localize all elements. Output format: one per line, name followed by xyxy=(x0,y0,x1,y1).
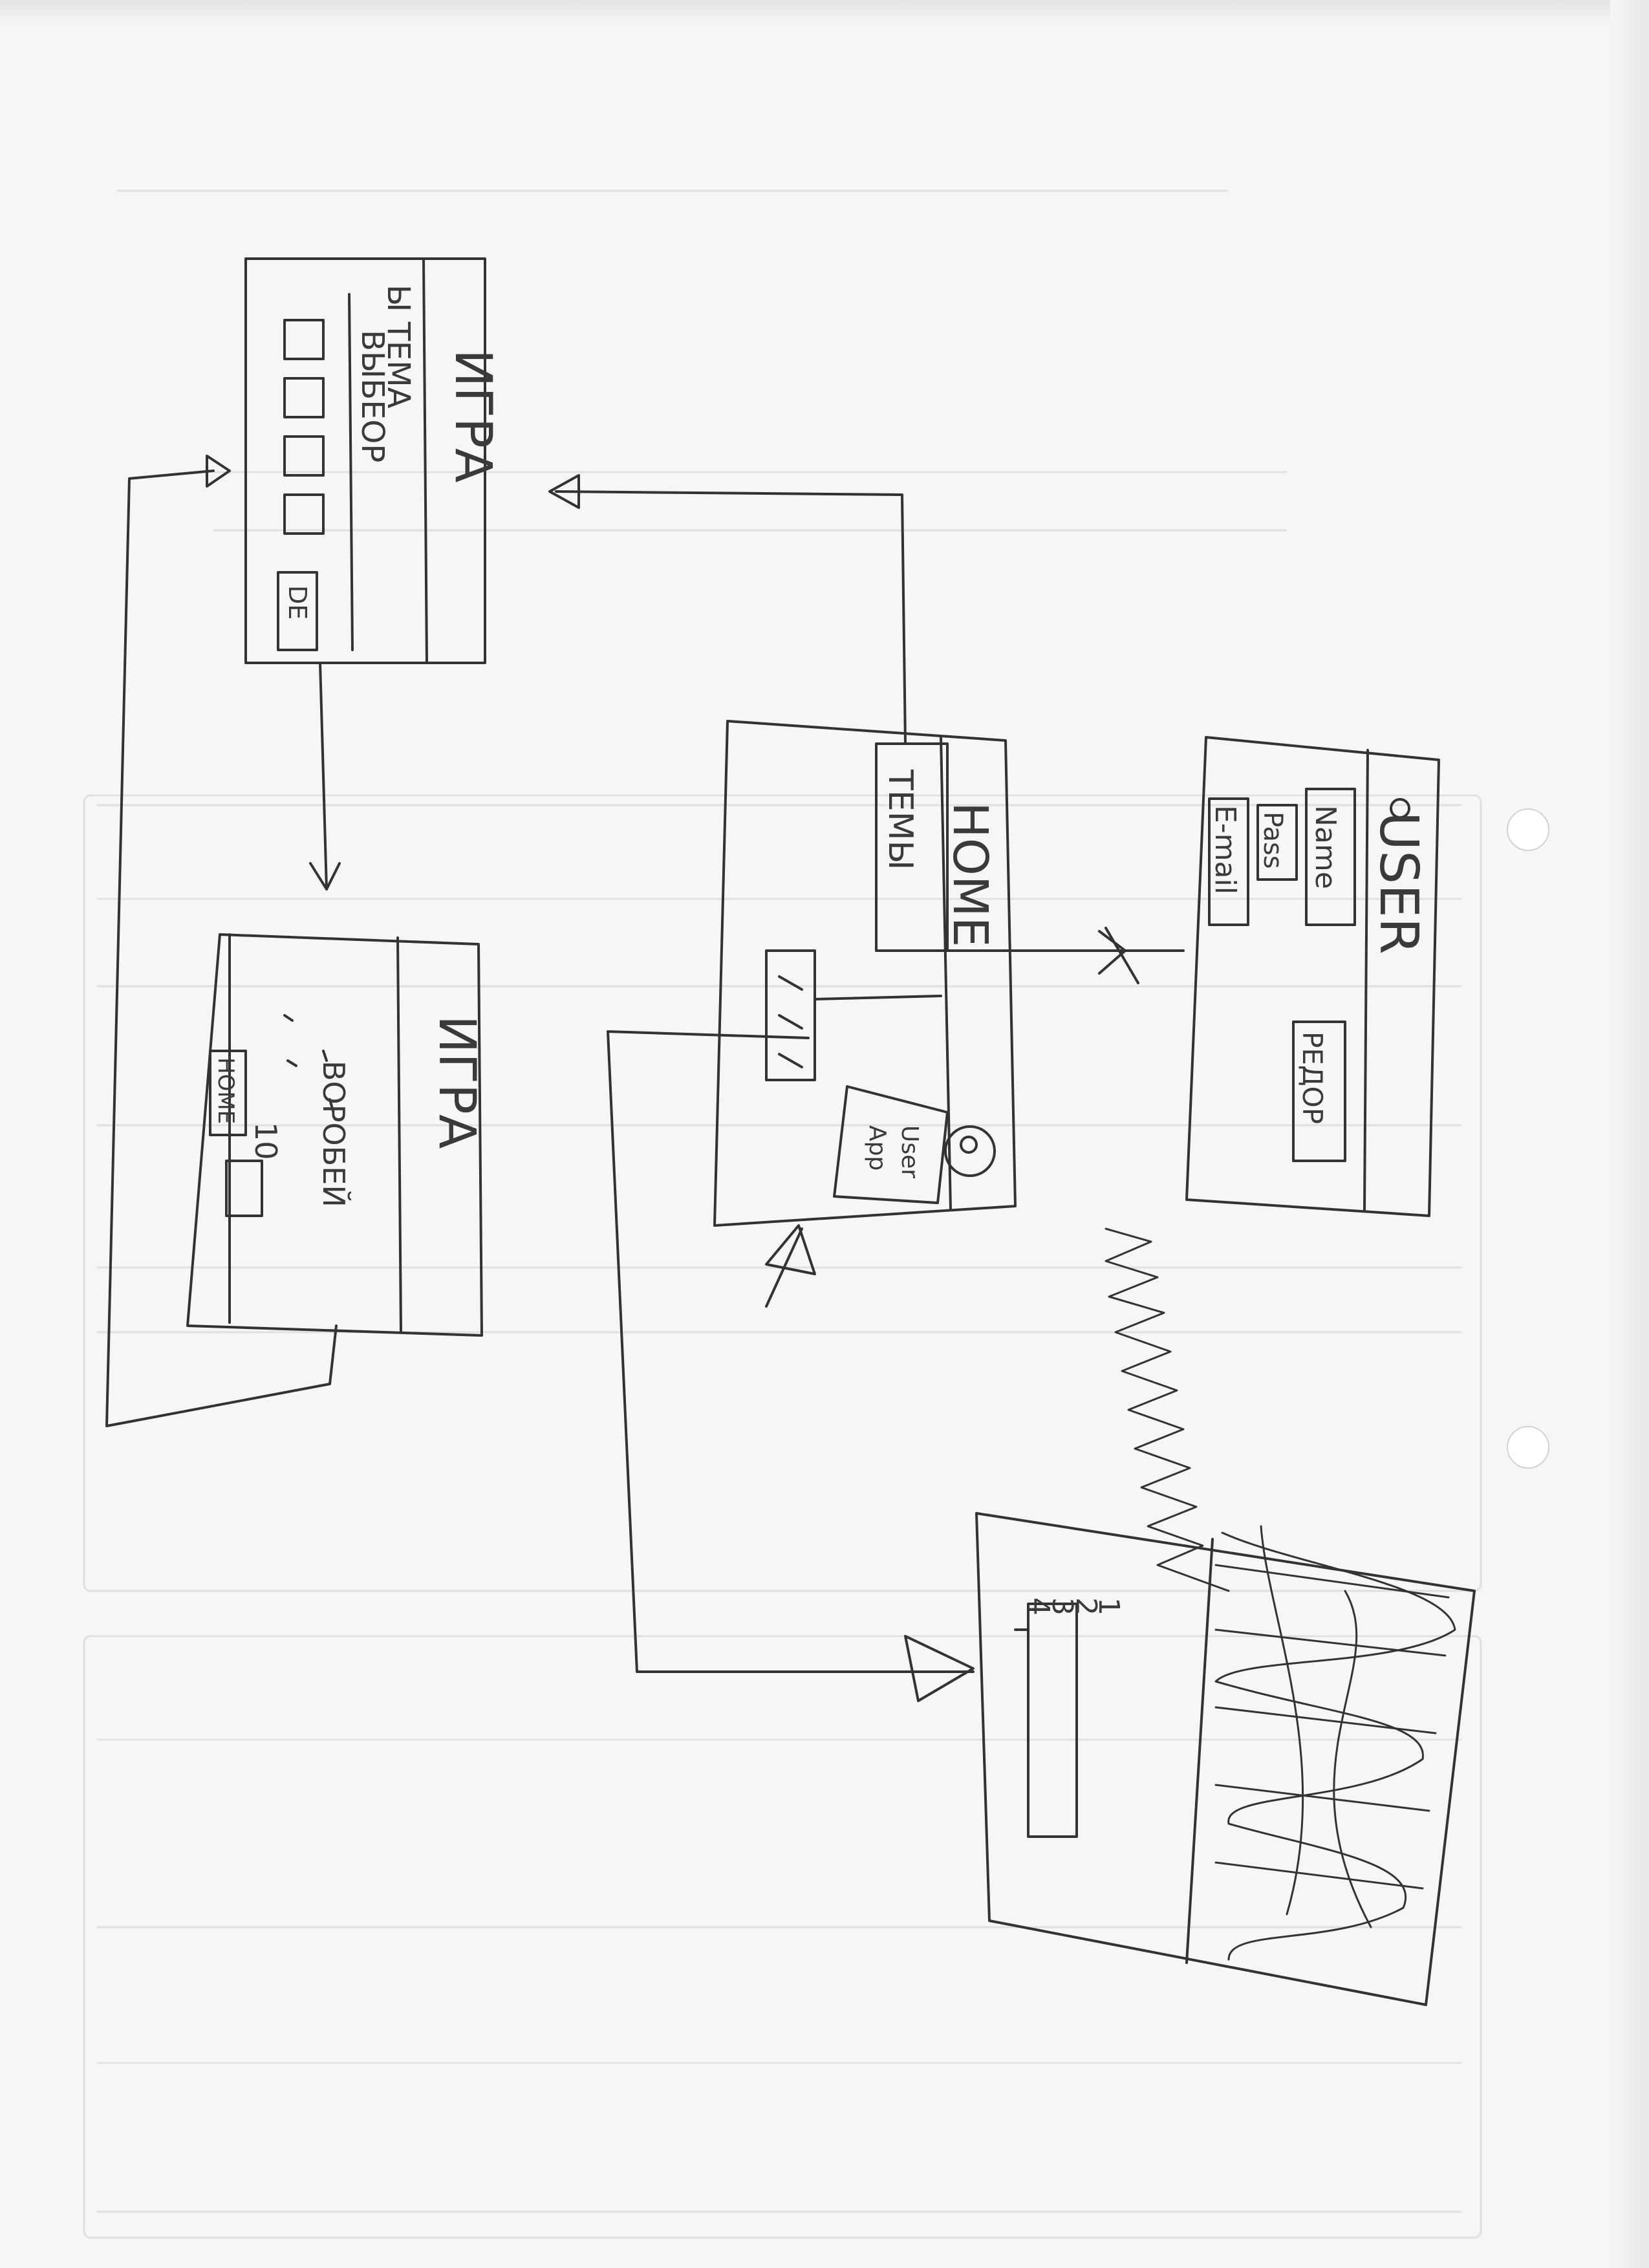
user-name-label: Name xyxy=(1309,805,1342,889)
game-play-title: ИГРА xyxy=(427,1015,486,1149)
home-button-box xyxy=(209,1050,247,1136)
user-pass-label: Pass xyxy=(1258,812,1288,869)
start-button-box xyxy=(277,571,318,651)
list-screen xyxy=(975,1512,1476,2006)
zigzag-connector xyxy=(1105,1227,1230,1592)
home-app-line: Арр xyxy=(864,1125,890,1171)
home-screen xyxy=(713,720,1017,1227)
game-setup-screen xyxy=(244,257,486,664)
handwritten-labels: ИГРА Ы ТЕМА ВЫБЕОР DE ИГРА ВОРОБЕЙ 10 HO… xyxy=(213,285,1429,1615)
user-screen xyxy=(1185,736,1440,1217)
avatar-icon xyxy=(944,1125,996,1177)
scan-edge-right xyxy=(1610,0,1649,2268)
list-item: 3 xyxy=(1046,1597,1079,1615)
score-box xyxy=(225,1160,263,1217)
list-item: 1 xyxy=(1092,1597,1125,1615)
game-setup-button-label: DE xyxy=(283,585,312,620)
content-card xyxy=(765,949,816,1081)
scribble xyxy=(1214,1525,1456,1961)
bleed-through-text xyxy=(83,189,1482,2239)
user-confirm-label: PЕДОР xyxy=(1297,1031,1328,1124)
game-setup-title: ИГРА xyxy=(444,349,502,482)
flow-arrows xyxy=(105,455,1185,1702)
name-field-box xyxy=(1305,788,1356,926)
confirm-button-box xyxy=(1292,1021,1346,1162)
game-play-score: 10 xyxy=(248,1122,283,1160)
home-title: HOME xyxy=(942,802,998,947)
scan-edge-top xyxy=(0,0,1649,26)
home-user-line: User xyxy=(896,1125,923,1178)
option-box xyxy=(283,377,325,418)
user-email-label: E-mail xyxy=(1209,805,1242,894)
game-play-question: ВОРОБЕЙ xyxy=(316,1061,351,1207)
user-title: USER xyxy=(1368,812,1429,955)
game-play-screen xyxy=(186,933,483,1337)
option-box xyxy=(283,319,325,360)
punch-hole xyxy=(1507,808,1549,851)
list-item: 2 xyxy=(1070,1597,1103,1615)
home-topics-label: ТЕМЫ xyxy=(881,769,920,870)
list-box xyxy=(1027,1603,1078,1838)
pass-field-box xyxy=(1256,804,1298,881)
topics-button-box xyxy=(875,742,949,952)
option-box xyxy=(283,493,325,535)
punch-hole xyxy=(1507,1426,1549,1469)
game-play-home-label: HOME xyxy=(213,1057,239,1124)
option-box xyxy=(283,435,325,477)
list-item: 4 xyxy=(1022,1597,1055,1615)
email-field-box xyxy=(1208,797,1249,926)
game-setup-choice-line: ВЫБЕОР xyxy=(354,330,391,462)
user-card xyxy=(833,1085,949,1204)
game-setup-topic-line: Ы ТЕМА xyxy=(380,285,416,409)
